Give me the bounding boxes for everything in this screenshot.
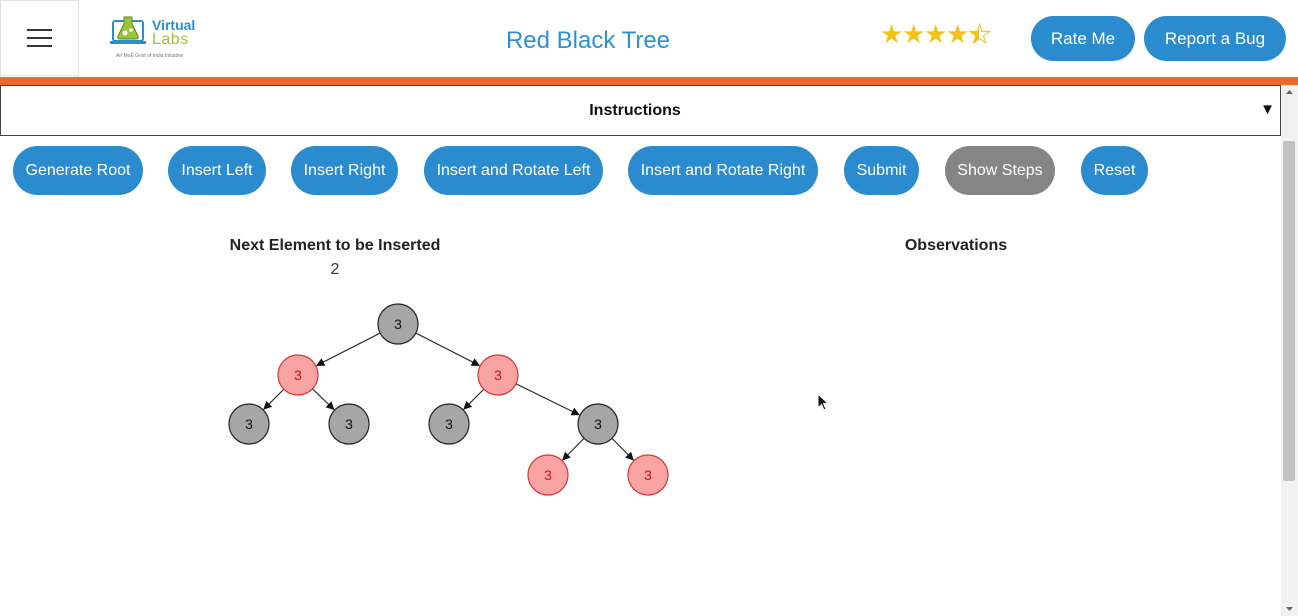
tree-node-red: 3 bbox=[277, 354, 319, 396]
hamburger-icon bbox=[27, 29, 52, 47]
next-element-label: Next Element to be Inserted bbox=[229, 237, 441, 254]
header: Virtual Labs An MoE Govt of India Initia… bbox=[0, 0, 1298, 77]
tree-edge bbox=[312, 388, 335, 411]
insert-rotate-right-button[interactable]: Insert and Rotate Right bbox=[628, 146, 818, 195]
star-full-icon[interactable]: ★ bbox=[880, 19, 904, 49]
tree-node-black: 3 bbox=[328, 403, 370, 445]
tree-node-value: 3 bbox=[544, 467, 552, 483]
tree-edge bbox=[463, 388, 485, 410]
tree-edge bbox=[515, 383, 580, 416]
logo-word-labs: Labs bbox=[152, 31, 189, 48]
tree-node-value: 3 bbox=[245, 416, 253, 432]
logo-tagline: An MoE Govt of India Initiative bbox=[116, 53, 184, 59]
tree-node-red: 3 bbox=[627, 454, 669, 496]
caret-down-icon: ▼ bbox=[1260, 101, 1275, 118]
tree-edge bbox=[415, 332, 481, 366]
tree-node-circle bbox=[428, 403, 470, 445]
tree-node-value: 3 bbox=[494, 367, 502, 383]
menu-button[interactable] bbox=[0, 0, 79, 76]
next-element-value: 2 bbox=[330, 261, 340, 278]
star-full-icon[interactable]: ★ bbox=[946, 19, 970, 49]
tree-node-value: 3 bbox=[594, 416, 602, 432]
mouse-cursor-icon bbox=[817, 393, 830, 411]
tree-edge bbox=[611, 437, 634, 461]
tree-node-value: 3 bbox=[644, 467, 652, 483]
submit-button[interactable]: Submit bbox=[844, 146, 919, 195]
reset-button[interactable]: Reset bbox=[1081, 146, 1148, 195]
rating-stars[interactable]: ★★★★★★ bbox=[880, 19, 992, 49]
tree-node-red: 3 bbox=[527, 454, 569, 496]
insert-left-button[interactable]: Insert Left bbox=[168, 146, 266, 195]
tree-edge bbox=[263, 388, 285, 410]
tree-node-circle bbox=[627, 454, 669, 496]
star-full-icon[interactable]: ★ bbox=[924, 19, 948, 49]
tree-node-circle bbox=[577, 403, 619, 445]
tree-edge bbox=[315, 332, 381, 366]
tree-node-black: 3 bbox=[228, 403, 270, 445]
insert-right-button[interactable]: Insert Right bbox=[291, 146, 398, 195]
vertical-scrollbar[interactable] bbox=[1281, 85, 1298, 616]
rate-me-button[interactable]: Rate Me bbox=[1031, 16, 1135, 61]
tree-node-circle bbox=[477, 354, 519, 396]
tree-node-circle bbox=[377, 303, 419, 345]
tree-node-value: 3 bbox=[394, 316, 402, 332]
logo-word-virtual: Virtual bbox=[152, 17, 196, 33]
report-bug-button[interactable]: Report a Bug bbox=[1144, 16, 1286, 61]
tree-node-red: 3 bbox=[477, 354, 519, 396]
tree-node-circle bbox=[277, 354, 319, 396]
generate-root-button[interactable]: Generate Root bbox=[13, 146, 143, 195]
flask-logo-icon bbox=[110, 16, 146, 44]
scroll-thumb[interactable] bbox=[1283, 141, 1295, 481]
observations-label: Observations bbox=[904, 237, 1008, 254]
scroll-up-icon[interactable] bbox=[1281, 85, 1298, 99]
tree-node-black: 3 bbox=[428, 403, 470, 445]
tree-node-value: 3 bbox=[345, 416, 353, 432]
show-steps-button[interactable]: Show Steps bbox=[945, 146, 1055, 195]
tree-node-circle bbox=[228, 403, 270, 445]
star-half-icon[interactable]: ★★ bbox=[967, 19, 992, 49]
header-divider bbox=[0, 77, 1298, 85]
tree-node-black: 3 bbox=[577, 403, 619, 445]
page-title: Red Black Tree bbox=[505, 27, 671, 54]
tree-node-circle bbox=[328, 403, 370, 445]
tree-node-value: 3 bbox=[445, 416, 453, 432]
tree-edge bbox=[562, 437, 585, 461]
scroll-down-icon[interactable] bbox=[1281, 602, 1298, 616]
tree-node-circle bbox=[527, 454, 569, 496]
insert-rotate-left-button[interactable]: Insert and Rotate Left bbox=[424, 146, 603, 195]
instructions-toggle[interactable]: Instructions ▼ bbox=[0, 85, 1281, 136]
virtual-labs-logo[interactable]: Virtual Labs An MoE Govt of India Initia… bbox=[110, 12, 205, 64]
tree-node-value: 3 bbox=[294, 367, 302, 383]
instructions-label: Instructions bbox=[589, 102, 681, 119]
star-full-icon[interactable]: ★ bbox=[902, 19, 926, 49]
tree-node-black: 3 bbox=[377, 303, 419, 345]
